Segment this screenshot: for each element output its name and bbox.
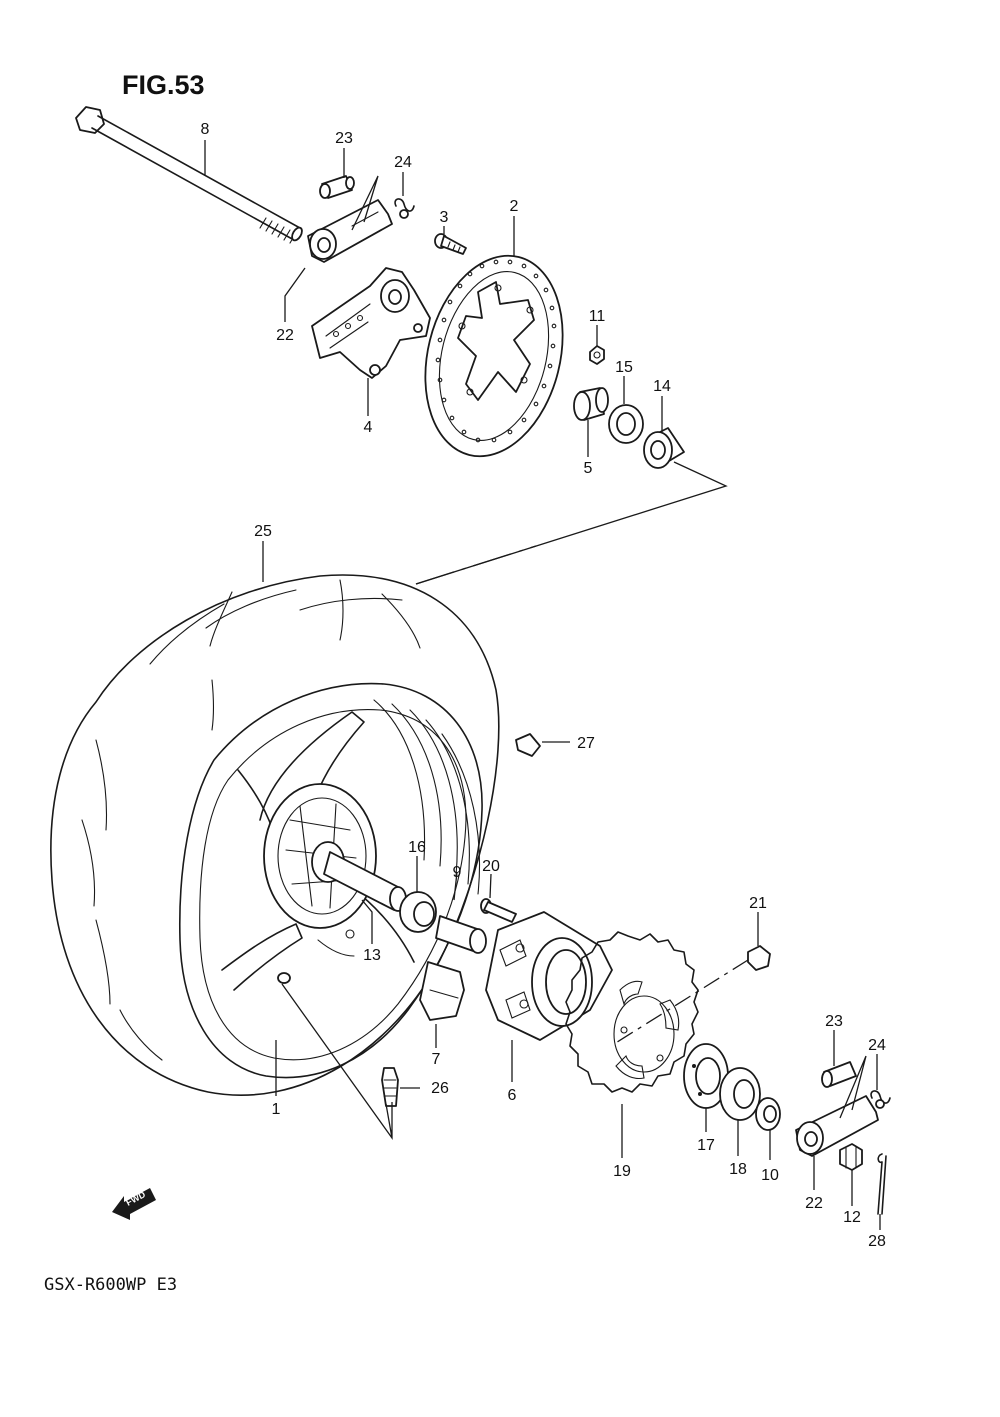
spacer-part-10 [755, 1097, 781, 1131]
caliper-bracket-part-4 [311, 267, 431, 379]
adjuster-bolt-part-23-bottom [821, 1061, 857, 1088]
disc-bolt-part-3 [434, 233, 467, 255]
adjuster-bolt-part-23-top [319, 175, 355, 199]
callout-6: 6 [508, 1087, 517, 1104]
callout-8: 8 [201, 121, 210, 138]
cotter-pin-part-28 [877, 1153, 887, 1215]
callout-16: 16 [408, 839, 426, 856]
oil-seal-part-18 [719, 1067, 761, 1121]
callout-12: 12 [843, 1209, 861, 1226]
axle-part-8 [75, 106, 303, 244]
callout-1: 1 [272, 1101, 281, 1118]
clip-part-24-bottom [870, 1090, 891, 1109]
callout-2: 2 [510, 198, 519, 215]
callout-28: 28 [868, 1233, 886, 1250]
callout-24-top: 24 [394, 154, 412, 171]
clip-nut-part-27 [515, 733, 541, 757]
callout-24-bottom: 24 [868, 1037, 886, 1054]
callout-26: 26 [431, 1080, 449, 1097]
damper-part-7 [419, 961, 465, 1021]
callout-3: 3 [440, 209, 449, 226]
rear-sprocket-part-19 [565, 931, 699, 1093]
callout-22-top: 22 [276, 327, 294, 344]
callout-23-top: 23 [335, 130, 353, 147]
nut-part-11 [589, 345, 605, 365]
chain-adjuster-part-22-top [307, 199, 393, 263]
clip-part-24-top [394, 198, 415, 219]
bearing-part-14 [643, 427, 685, 469]
callout-5: 5 [584, 460, 593, 477]
callout-21: 21 [749, 895, 767, 912]
chain-adjuster-part-22-bottom [795, 1095, 879, 1157]
spacer-part-5 [573, 387, 609, 421]
callout-23-bottom: 23 [825, 1013, 843, 1030]
callout-18: 18 [729, 1161, 747, 1178]
callout-22-bottom: 22 [805, 1195, 823, 1212]
callout-14: 14 [653, 378, 671, 395]
figure-title: FIG.53 [122, 70, 205, 100]
callout-13: 13 [363, 947, 381, 964]
callout-17: 17 [697, 1137, 715, 1154]
callout-15: 15 [615, 359, 633, 376]
callout-20: 20 [482, 858, 500, 875]
model-code: GSX-R600WP E3 [44, 1275, 177, 1295]
wheel-assembly [50, 574, 500, 1096]
sprocket-hub-part-6 [485, 911, 613, 1041]
callout-27: 27 [577, 735, 595, 752]
fwd-arrow-icon: FWD [112, 1188, 156, 1220]
callout-4: 4 [364, 419, 373, 436]
callout-11: 11 [589, 308, 606, 325]
oil-seal-part-15 [608, 404, 644, 444]
wheel-bearing-part-13 [399, 891, 437, 933]
brake-disc-part-2 [424, 254, 564, 458]
callout-25: 25 [254, 523, 272, 540]
nut-part-21 [747, 945, 771, 971]
collar-part-9 [435, 915, 487, 954]
callout-19: 19 [613, 1163, 631, 1180]
callout-9: 9 [453, 864, 462, 881]
callout-7: 7 [432, 1051, 441, 1068]
valve-part-26 [381, 1067, 399, 1107]
castle-nut-part-12 [839, 1143, 863, 1171]
bolt-part-20 [480, 898, 517, 923]
callout-10: 10 [761, 1167, 779, 1184]
